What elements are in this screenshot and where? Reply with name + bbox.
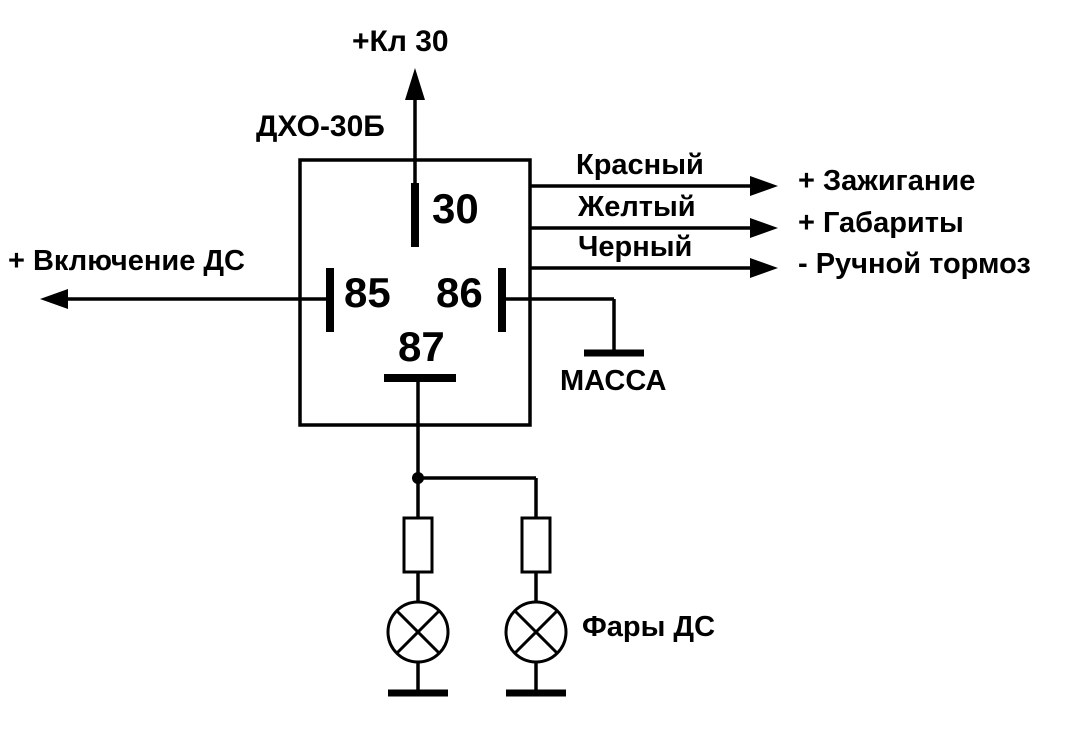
lamps-label: Фары ДС bbox=[582, 611, 716, 643]
terminal-30-label: +Кл 30 bbox=[352, 25, 449, 58]
pin-85-label: 85 bbox=[344, 269, 391, 316]
arrow-up-icon bbox=[405, 68, 425, 100]
fuse-left-icon bbox=[402, 516, 434, 574]
pin-87-bar bbox=[384, 374, 456, 382]
ground-label: МАССА bbox=[560, 365, 667, 397]
pin-30-bar bbox=[411, 183, 419, 247]
arrow-right-handbrake-icon bbox=[750, 258, 778, 278]
destination-label-parking: + Габариты bbox=[798, 207, 964, 239]
fuse-right-icon bbox=[520, 516, 552, 574]
pin-86-bar bbox=[498, 268, 506, 332]
destination-label-handbrake: - Ручной тормоз bbox=[798, 248, 1031, 280]
pin-87-label: 87 bbox=[398, 323, 445, 370]
lamp-left-cross-2 bbox=[395, 609, 441, 655]
lamp-right-cross-2 bbox=[513, 609, 559, 655]
wire-color-label-yellow: Желтый bbox=[578, 191, 696, 223]
wire-color-label-black: Черный bbox=[578, 231, 693, 263]
arrow-left-icon bbox=[40, 289, 68, 309]
pin-86-label: 86 bbox=[436, 269, 483, 316]
arrow-right-parking-icon bbox=[750, 218, 778, 238]
activation-label: + Включение ДС bbox=[8, 245, 245, 277]
arrow-right-ignition-icon bbox=[750, 176, 778, 196]
relay-title: ДХО-30Б bbox=[256, 110, 385, 143]
pin-30-label: 30 bbox=[432, 185, 479, 232]
destination-label-ignition: + Зажигание bbox=[798, 165, 976, 197]
wire-color-label-red: Красный bbox=[576, 149, 704, 181]
